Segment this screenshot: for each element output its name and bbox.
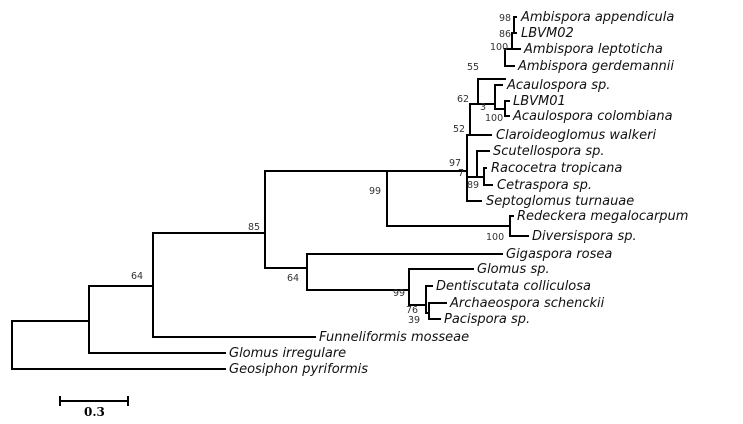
taxon-label: Ambispora appendicula — [520, 10, 674, 25]
support-value: 52 — [453, 124, 465, 135]
tree-branches — [11, 16, 529, 406]
taxon-label: Pacispora sp. — [444, 312, 530, 327]
support-value: 100 — [486, 232, 504, 243]
taxon-label: Cetraspora sp. — [497, 178, 592, 193]
taxon-label: Acaulospora colombiana — [512, 109, 673, 124]
support-value: 89 — [467, 180, 479, 191]
taxon-label: Gigaspora rosea — [506, 247, 612, 262]
support-value: 99 — [393, 288, 405, 299]
taxon-label: Ambispora leptoticha — [523, 42, 663, 57]
support-value: 3 — [480, 102, 486, 113]
taxon-label: Racocetra tropicana — [491, 161, 622, 176]
support-value: 64 — [287, 273, 299, 284]
taxon-label: Scutellospora sp. — [493, 144, 605, 159]
support-value: 7 — [458, 168, 464, 179]
support-value: 100 — [490, 42, 508, 53]
taxon-label: LBVM02 — [521, 26, 574, 41]
support-value: 55 — [467, 62, 479, 73]
taxon-label: Glomus sp. — [477, 262, 550, 277]
taxon-label: Dentiscutata colliculosa — [436, 279, 591, 294]
taxon-label: Glomus irregulare — [229, 346, 346, 361]
scale-bar-label: 0.3 — [84, 405, 105, 419]
support-value: 97 — [449, 158, 461, 169]
scale-bar — [59, 396, 129, 406]
taxon-label: Septoglomus turnauae — [486, 194, 634, 209]
taxon-label: Archaeospora schenckii — [449, 296, 605, 311]
taxon-label: Geosiphon pyriformis — [229, 362, 368, 377]
support-value: 39 — [408, 315, 420, 326]
taxon-label: Diversispora sp. — [532, 229, 637, 244]
support-value: 100 — [485, 113, 503, 124]
support-value: 76 — [406, 305, 418, 316]
support-value: 64 — [131, 271, 143, 282]
taxon-label: Acaulospora sp. — [506, 78, 610, 93]
support-value: 99 — [369, 186, 381, 197]
taxon-label: Redeckera megalocarpum — [517, 209, 688, 224]
taxon-label: Ambispora gerdemannii — [517, 59, 674, 74]
taxon-label: LBVM01 — [513, 94, 566, 109]
support-values: 98 86 100 55 62 3 100 52 97 7 89 99 100 … — [131, 13, 511, 326]
support-value: 85 — [248, 222, 260, 233]
taxon-labels: Ambispora appendicula LBVM02 Ambispora l… — [229, 10, 688, 377]
support-value: 62 — [457, 94, 469, 105]
taxon-label: Claroideoglomus walkeri — [496, 128, 656, 143]
taxon-label: Funneliformis mosseae — [319, 330, 469, 345]
support-value: 86 — [499, 29, 511, 40]
support-value: 98 — [499, 13, 511, 24]
